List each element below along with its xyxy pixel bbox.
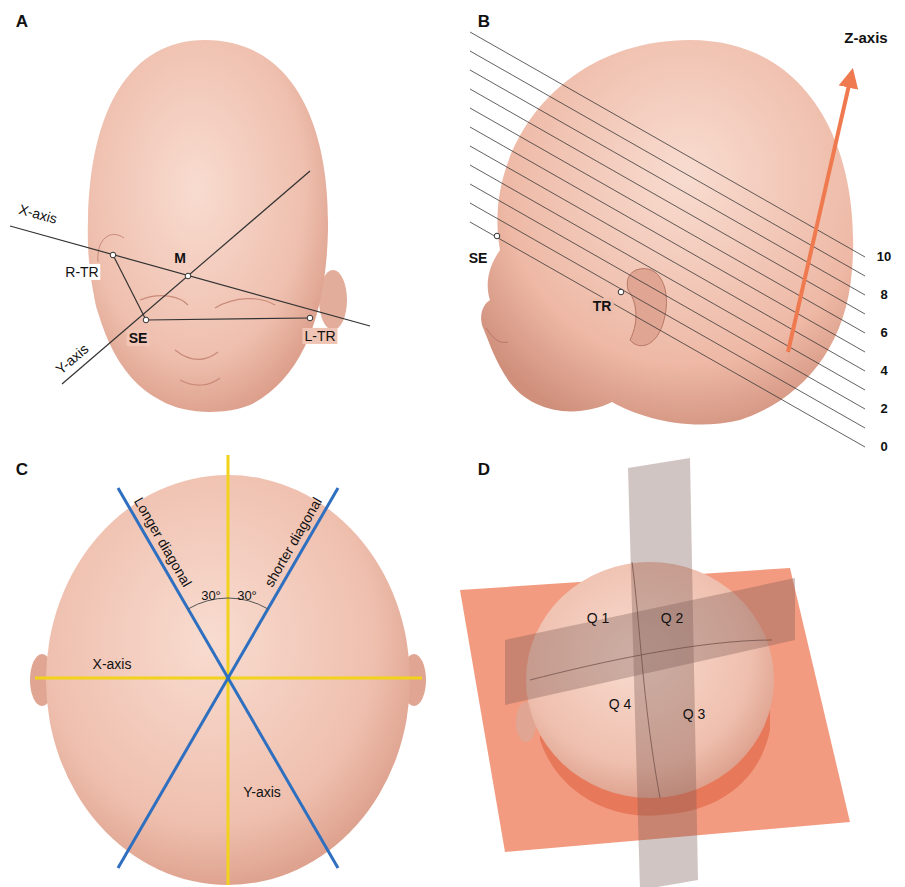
front-head	[88, 40, 347, 412]
z-level-lines	[470, 32, 865, 447]
scale-number: 0	[880, 440, 887, 455]
quadrant-label: Q 4	[609, 696, 632, 712]
angle-label: 30°	[201, 589, 221, 604]
landmark-label: SE	[127, 330, 150, 346]
quadrant-label: Q 3	[683, 706, 706, 722]
scale-number: 8	[880, 288, 887, 303]
axis-label: Y-axis	[243, 784, 281, 800]
landmark-points	[494, 233, 624, 295]
axis-lines	[35, 455, 422, 885]
scale-number: 6	[880, 326, 887, 341]
scale-number: 10	[877, 250, 891, 265]
panel-letter: B	[478, 12, 490, 32]
angle-label: 30°	[237, 589, 257, 604]
axis-title: Z-axis	[842, 29, 889, 46]
panel-letter: D	[478, 460, 490, 480]
axis-lines	[10, 171, 370, 384]
landmark-label: M	[172, 250, 188, 266]
landmark-label: L-TR	[302, 328, 337, 344]
vertical-planes	[505, 458, 795, 887]
landmark-label: SE	[467, 250, 490, 266]
panel-letter: C	[16, 460, 28, 480]
scale-number: 2	[880, 402, 887, 417]
side-head	[481, 40, 853, 425]
quadrant-label: Q 2	[661, 610, 684, 626]
diagonal-lines	[118, 488, 338, 868]
landmark-label: TR	[591, 298, 614, 314]
axis-label: X-axis	[15, 201, 61, 228]
axis-label: Y-axis	[51, 339, 93, 378]
scale-number: 4	[880, 364, 887, 379]
quadrant-label: Q 1	[587, 610, 610, 626]
landmark-label: R-TR	[63, 264, 100, 280]
plane-edges	[530, 562, 772, 798]
axis-label: X-axis	[93, 656, 132, 672]
landmark-points	[110, 252, 313, 323]
panel-letter: A	[16, 12, 28, 32]
z-axis-arrow	[788, 72, 852, 352]
